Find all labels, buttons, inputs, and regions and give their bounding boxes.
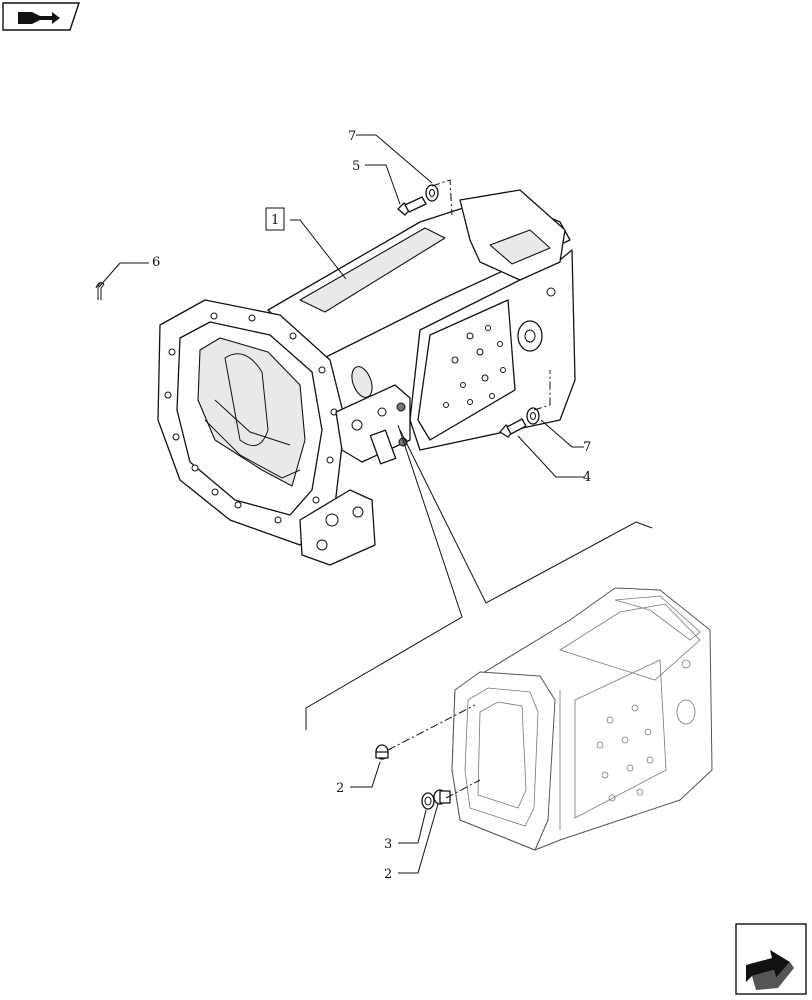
callout-7-lower: 7 bbox=[583, 440, 591, 455]
callout-6: 6 bbox=[152, 255, 160, 270]
next-page-arrow-icon[interactable] bbox=[735, 923, 807, 995]
bolt-part-5 bbox=[397, 196, 427, 216]
dowel-part-2-upper bbox=[375, 744, 389, 760]
callout-labels: 1 7 5 6 7 4 2 3 2 bbox=[152, 129, 591, 882]
book-arrow-icon[interactable] bbox=[2, 2, 80, 31]
dowel-part-2-lower bbox=[433, 789, 451, 805]
transmission-housing bbox=[157, 189, 576, 566]
washer-part-7-top bbox=[425, 184, 439, 202]
pin-part-6 bbox=[95, 281, 105, 300]
callout-4: 4 bbox=[583, 470, 591, 485]
bolt-part-4 bbox=[499, 418, 527, 438]
callout-5: 5 bbox=[352, 159, 360, 174]
callout-2-lower: 2 bbox=[384, 867, 392, 882]
assembly-lines bbox=[387, 179, 551, 799]
washer-part-7-lower bbox=[526, 407, 540, 425]
leader-lines bbox=[98, 134, 584, 874]
transmission-housing-reference-view bbox=[451, 587, 713, 851]
callout-7-top: 7 bbox=[348, 129, 356, 144]
seal-ring-part-3 bbox=[421, 792, 435, 810]
callout-2-upper: 2 bbox=[336, 781, 344, 796]
callout-box-1 bbox=[265, 207, 285, 231]
callout-1: 1 bbox=[271, 213, 279, 228]
section-lines bbox=[305, 424, 653, 730]
callout-3: 3 bbox=[384, 837, 392, 852]
